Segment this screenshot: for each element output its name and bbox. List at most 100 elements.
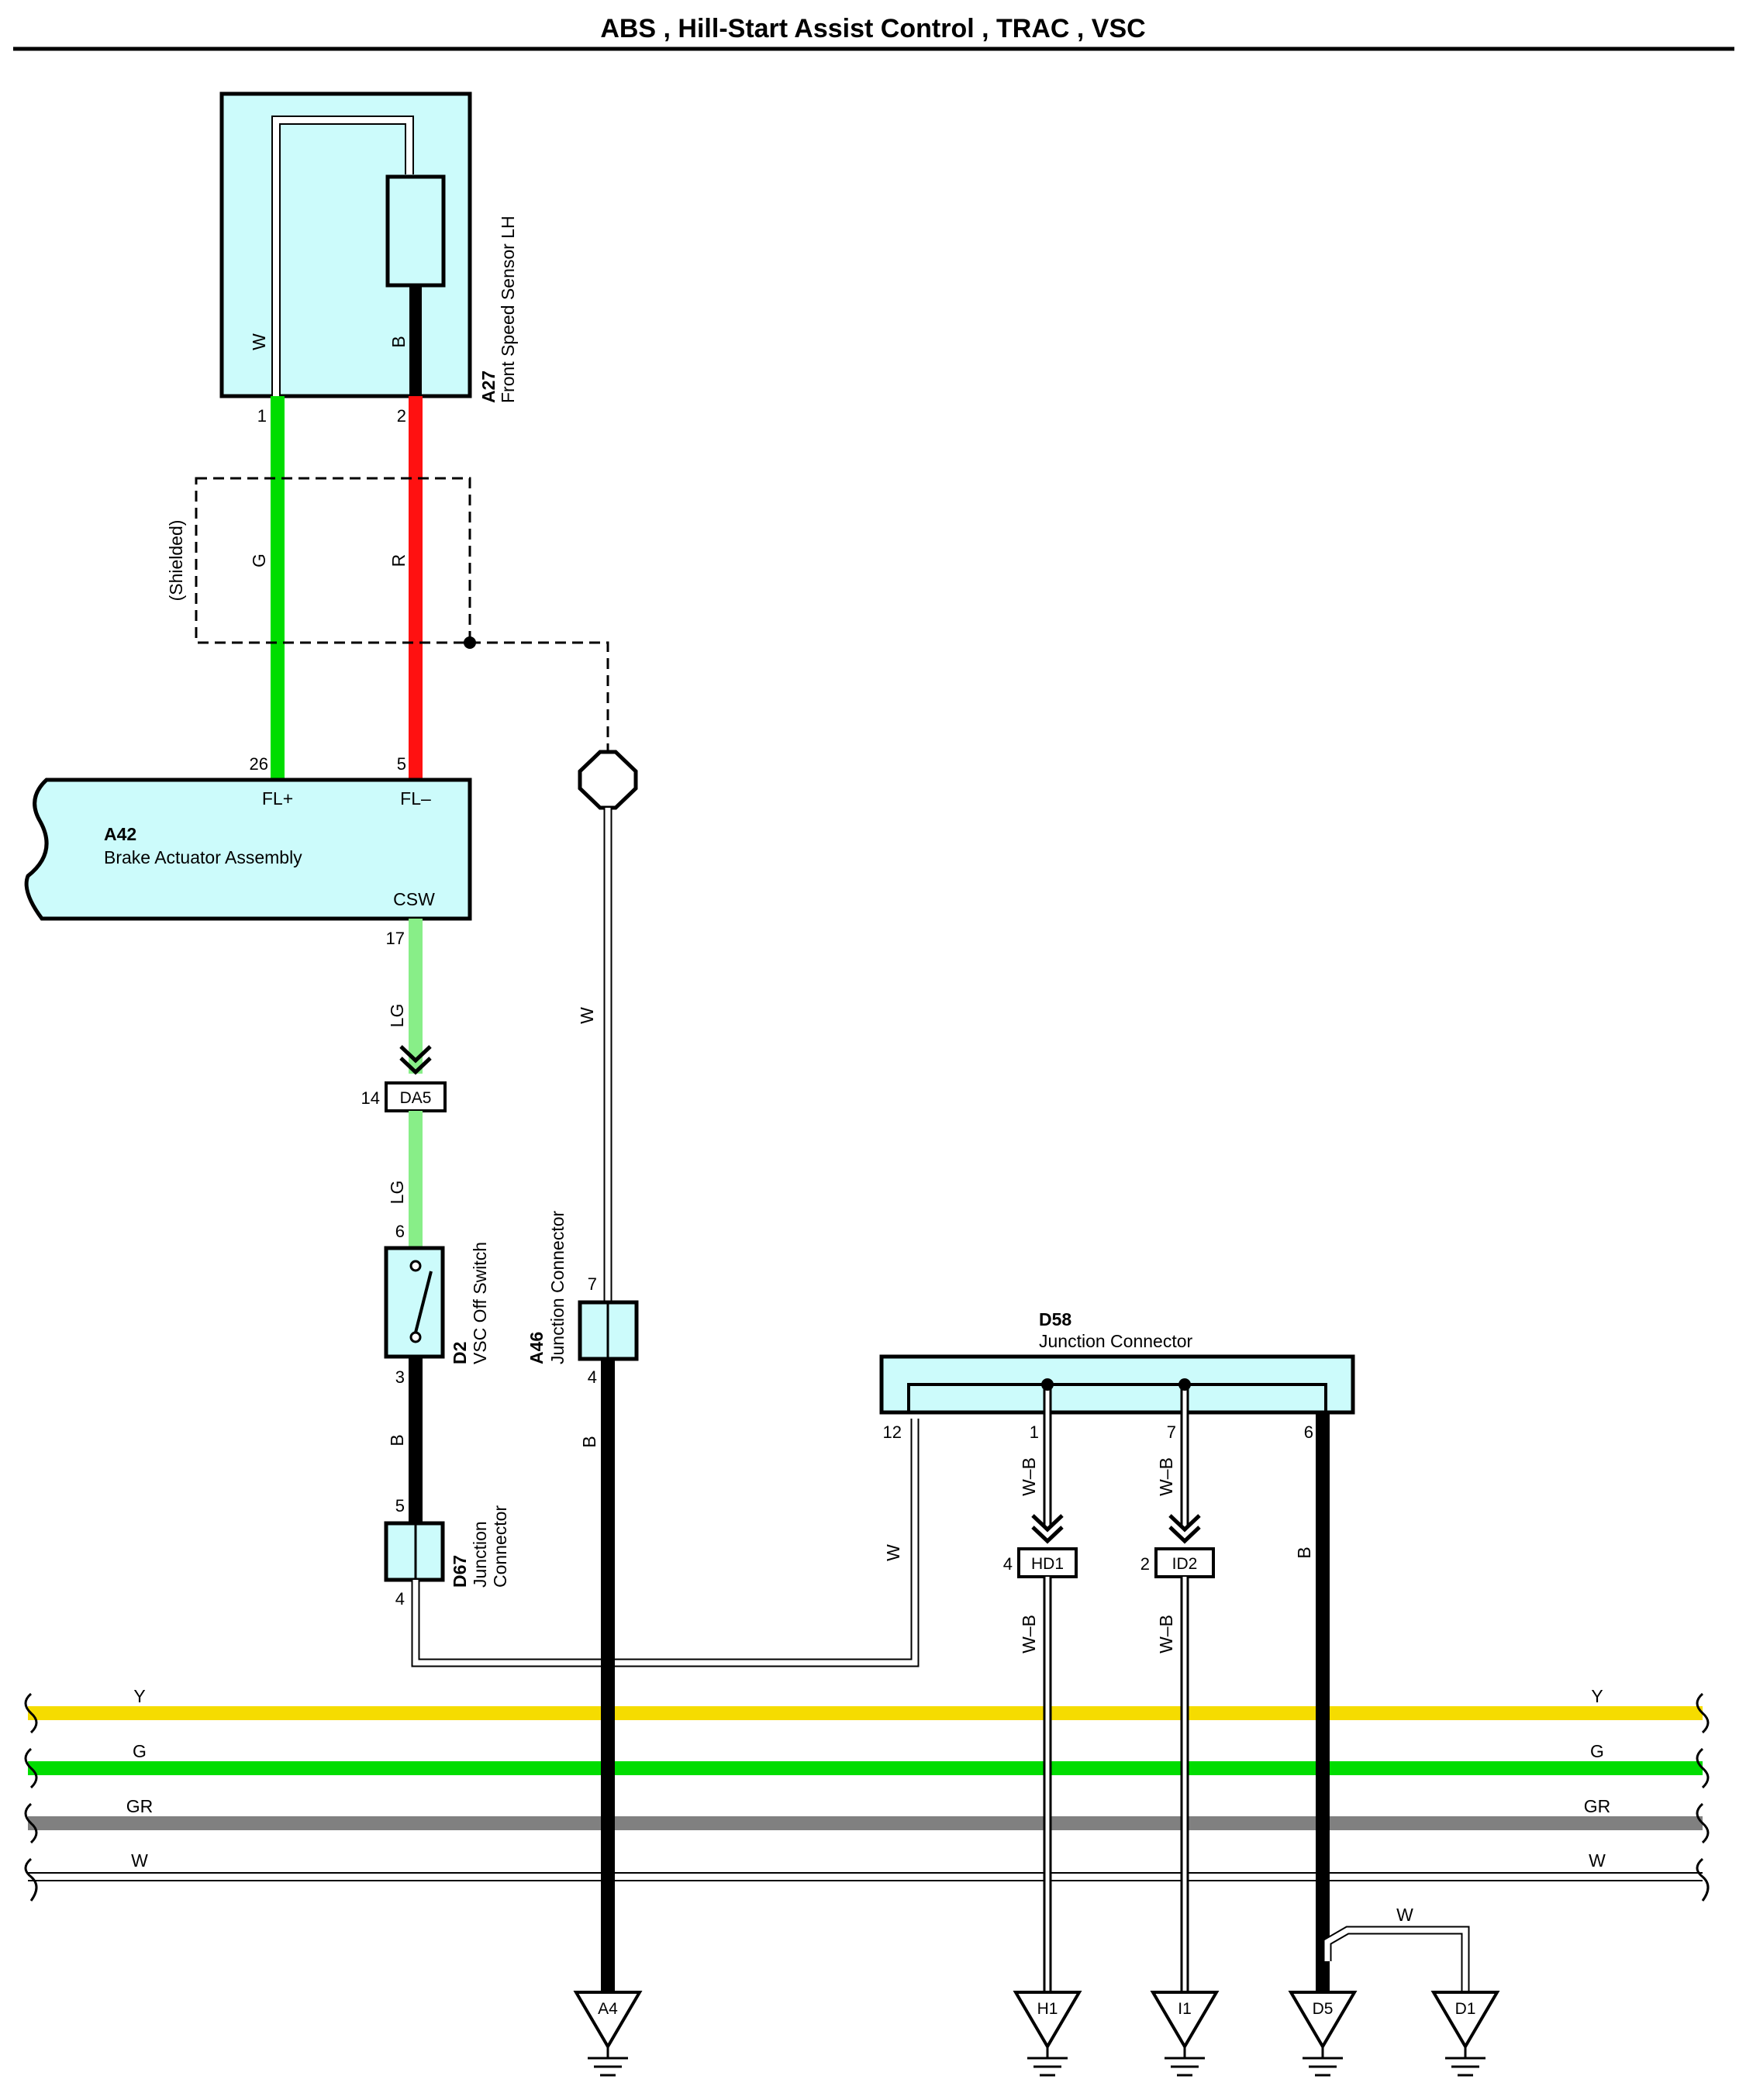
actuator-a42-pin-csw: CSW xyxy=(393,889,435,909)
shield-drain-wire xyxy=(470,641,609,752)
wire-w-d67-d58 xyxy=(411,1419,920,1667)
shield-label: (Shielded) xyxy=(166,520,186,602)
wire-wb-id2-lower-label: W–B xyxy=(1156,1615,1176,1653)
sensor-a27-pin2: 2 xyxy=(397,406,406,426)
wire-wb-pin7-upper-label: W–B xyxy=(1156,1457,1176,1496)
wire-w-d5-d1 xyxy=(1323,1926,1470,1992)
bus-label-y-right: Y xyxy=(1591,1686,1603,1706)
switch-d2-pin-bottom: 3 xyxy=(395,1367,405,1387)
bus-label-w-left: W xyxy=(131,1850,148,1871)
connector-da5-pin: 14 xyxy=(361,1088,380,1108)
wire-b-d58-pin6-label: B xyxy=(1294,1547,1314,1558)
ground-d1: D1 xyxy=(1430,1991,1500,2077)
connector-a46-name: Junction Connector xyxy=(547,1210,568,1364)
bus-label-y-left: Y xyxy=(133,1686,145,1706)
connector-d67-pin-top: 5 xyxy=(395,1496,405,1516)
switch-d2-code: D2 xyxy=(450,1342,470,1364)
diagram-title: ABS , Hill-Start Assist Control , TRAC ,… xyxy=(600,14,1145,43)
connector-d58-name: Junction Connector xyxy=(1039,1331,1193,1351)
sensor-a27-wire-w: W xyxy=(249,333,269,350)
wire-lg-lower-label: LG xyxy=(387,1181,407,1205)
bus-label-g-left: G xyxy=(133,1741,147,1761)
connector-d67-name-line2: Connector xyxy=(490,1505,510,1588)
actuator-a42-pin-fl-plus: FL+ xyxy=(262,788,293,809)
actuator-a42-pin5-num: 5 xyxy=(397,754,406,774)
bus-label-gr-left: GR xyxy=(126,1796,154,1816)
wire-w-a46-label: W xyxy=(577,1007,597,1024)
connector-d58-pin12: 12 xyxy=(883,1422,902,1442)
connector-d67-code: D67 xyxy=(450,1555,470,1588)
switch-d2-name: VSC Off Switch xyxy=(470,1242,490,1364)
wire-wb-pin1-upper-label: W–B xyxy=(1019,1457,1039,1496)
bus-label-g-right: G xyxy=(1590,1741,1604,1761)
connector-hd1-pin: 4 xyxy=(1003,1554,1013,1574)
sensor-a27-coil xyxy=(385,174,446,288)
connector-id2: ID2 2 xyxy=(1140,1547,1215,1578)
sensor-a27-name: Front Speed Sensor LH xyxy=(498,216,518,403)
connector-d67-name-line1: Junction xyxy=(470,1521,490,1588)
switch-d2-lever xyxy=(414,1271,433,1333)
connector-hd1-arrow xyxy=(1031,1514,1064,1544)
wire-w-d5-d1-label: W xyxy=(1396,1905,1413,1925)
connector-d58-pin1: 1 xyxy=(1030,1422,1039,1442)
ground-d5-code: D5 xyxy=(1313,2000,1334,2018)
switch-d2-contact-bottom xyxy=(409,1331,422,1343)
ground-i1: I1 xyxy=(1150,1991,1220,2077)
ground-h1: H1 xyxy=(1013,1991,1082,2077)
connector-hd1-box xyxy=(1017,1547,1078,1578)
connector-d58-pin7: 7 xyxy=(1167,1422,1176,1442)
shield-wire-g: G xyxy=(249,553,269,567)
connector-id2-box xyxy=(1154,1547,1215,1578)
ground-d1-code: D1 xyxy=(1455,2000,1476,2018)
sensor-a27-code: A27 xyxy=(478,371,499,403)
bus-label-gr-right: GR xyxy=(1584,1796,1611,1816)
connector-d58-splice-1 xyxy=(1041,1378,1054,1391)
ground-a4: A4 xyxy=(573,1991,643,2077)
connector-d58-splice-7 xyxy=(1178,1378,1191,1391)
wire-b-d2-label: B xyxy=(387,1434,407,1446)
actuator-a42-body xyxy=(24,778,472,921)
actuator-a42: 26 5 FL+ FL– A42 Brake Actuator Assembly… xyxy=(24,754,472,948)
connector-hd1: HD1 4 xyxy=(1003,1547,1078,1578)
connector-id2-pin: 2 xyxy=(1140,1554,1150,1574)
connector-hd1-code: HD1 xyxy=(1031,1555,1064,1573)
ground-a4-code: A4 xyxy=(598,2000,618,2018)
wire-w-d58-pin12-label: W xyxy=(883,1544,903,1561)
bus-break-right xyxy=(1696,1692,1710,1902)
connector-a46: 7 4 A46 Junction Connector xyxy=(526,1210,639,1387)
connector-a46-code: A46 xyxy=(526,1332,547,1364)
ground-d5: D5 xyxy=(1288,1991,1358,2077)
actuator-a42-name: Brake Actuator Assembly xyxy=(104,847,302,867)
wire-b-a46-label: B xyxy=(579,1436,599,1447)
connector-da5: DA5 14 xyxy=(361,1081,447,1112)
ground-i1-code: I1 xyxy=(1178,2000,1192,2018)
sensor-a27-pin1: 1 xyxy=(257,406,267,426)
actuator-a42-pin-fl-minus: FL– xyxy=(400,788,431,809)
bus-break-left xyxy=(24,1692,38,1902)
connector-d67: 5 4 D67 Junction Connector xyxy=(384,1496,510,1609)
connector-id2-arrow xyxy=(1168,1514,1201,1544)
actuator-a42-pin26-num: 26 xyxy=(250,754,268,774)
connector-da5-arrow xyxy=(399,1045,432,1075)
shield-wire-r: R xyxy=(388,554,409,567)
connector-d67-pin-bottom: 4 xyxy=(395,1589,405,1609)
actuator-a42-pin17-num: 17 xyxy=(386,929,405,948)
bus-wires: Y Y G G GR GR W W xyxy=(24,1686,1710,1902)
shield-ground-octagon xyxy=(578,750,638,810)
switch-d2: 6 3 D2 VSC Off Switch xyxy=(384,1222,490,1387)
connector-a46-pin-top: 7 xyxy=(588,1274,597,1294)
wire-lg-upper-label: LG xyxy=(387,1004,407,1028)
connector-d58-pin6: 6 xyxy=(1304,1422,1313,1442)
wire-wb-hd1-lower-label: W–B xyxy=(1019,1615,1039,1653)
connector-a46-pin-bottom: 4 xyxy=(588,1367,597,1387)
bus-label-w-right: W xyxy=(1589,1850,1606,1871)
sensor-a27: W B A27 Front Speed Sensor LH 1 2 xyxy=(219,91,518,426)
sensor-a27-wire-b: B xyxy=(388,336,409,347)
actuator-a42-code: A42 xyxy=(104,824,136,844)
connector-id2-code: ID2 xyxy=(1172,1555,1198,1573)
connector-da5-code: DA5 xyxy=(400,1089,432,1107)
connector-d58: D58 Junction Connector 12 1 7 6 xyxy=(879,1309,1355,1442)
shield: (Shielded) G R xyxy=(166,477,609,752)
ground-h1-code: H1 xyxy=(1037,2000,1058,2018)
